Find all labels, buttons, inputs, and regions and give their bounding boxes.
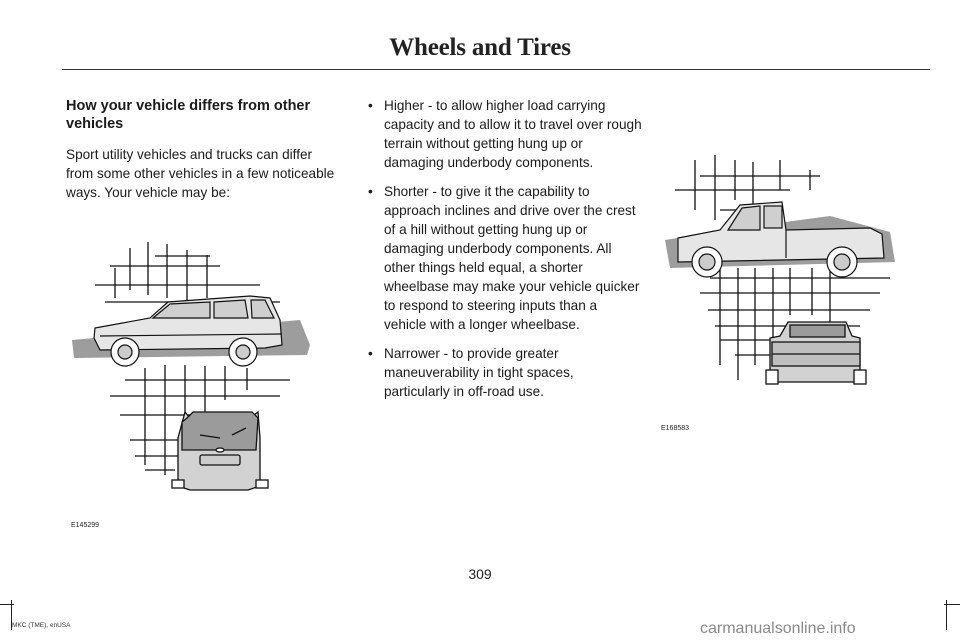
truck-side-view (677, 201, 885, 278)
bullet-text: Higher - to allow higher load carrying c… (384, 98, 642, 170)
suv-illustration (72, 242, 310, 491)
bullet-text: Narrower - to provide greater maneuverab… (384, 346, 574, 399)
bullet-item-higher: • Higher - to allow higher load carrying… (368, 96, 643, 172)
footer-text: MKC (TME), enUSA (12, 622, 71, 629)
header-rule (62, 69, 930, 70)
truck-figure-id: E168583 (661, 425, 690, 432)
suv-rear-view (171, 410, 269, 491)
crop-mark-left-horizontal (0, 604, 14, 605)
bullet-list: • Higher - to allow higher load carrying… (368, 96, 643, 411)
bullet-text: Shorter - to give it the capability to a… (384, 184, 640, 332)
bullet-mark: • (368, 184, 373, 199)
intro-paragraph: Sport utility vehicles and trucks can di… (66, 147, 335, 200)
truck-rear-view (765, 321, 867, 385)
crop-mark-left-vertical (11, 600, 12, 630)
truck-illustration (665, 155, 895, 385)
watermark: carmanualsonline.info (700, 620, 856, 637)
bullet-mark: • (368, 346, 373, 361)
crop-mark-right-horizontal (944, 604, 960, 605)
page-number: 309 (468, 566, 492, 582)
suv-side-view (93, 295, 283, 367)
bullet-item-shorter: • Shorter - to give it the capability to… (368, 182, 643, 334)
bullet-item-narrower: • Narrower - to provide greater maneuver… (368, 344, 643, 401)
bullet-mark: • (368, 98, 373, 113)
crop-mark-right-vertical (946, 600, 947, 630)
suv-figure-id: E145299 (71, 522, 100, 529)
page-header-title: Wheels and Tires (389, 34, 571, 61)
section-heading: How your vehicle differs from other vehi… (66, 98, 311, 132)
